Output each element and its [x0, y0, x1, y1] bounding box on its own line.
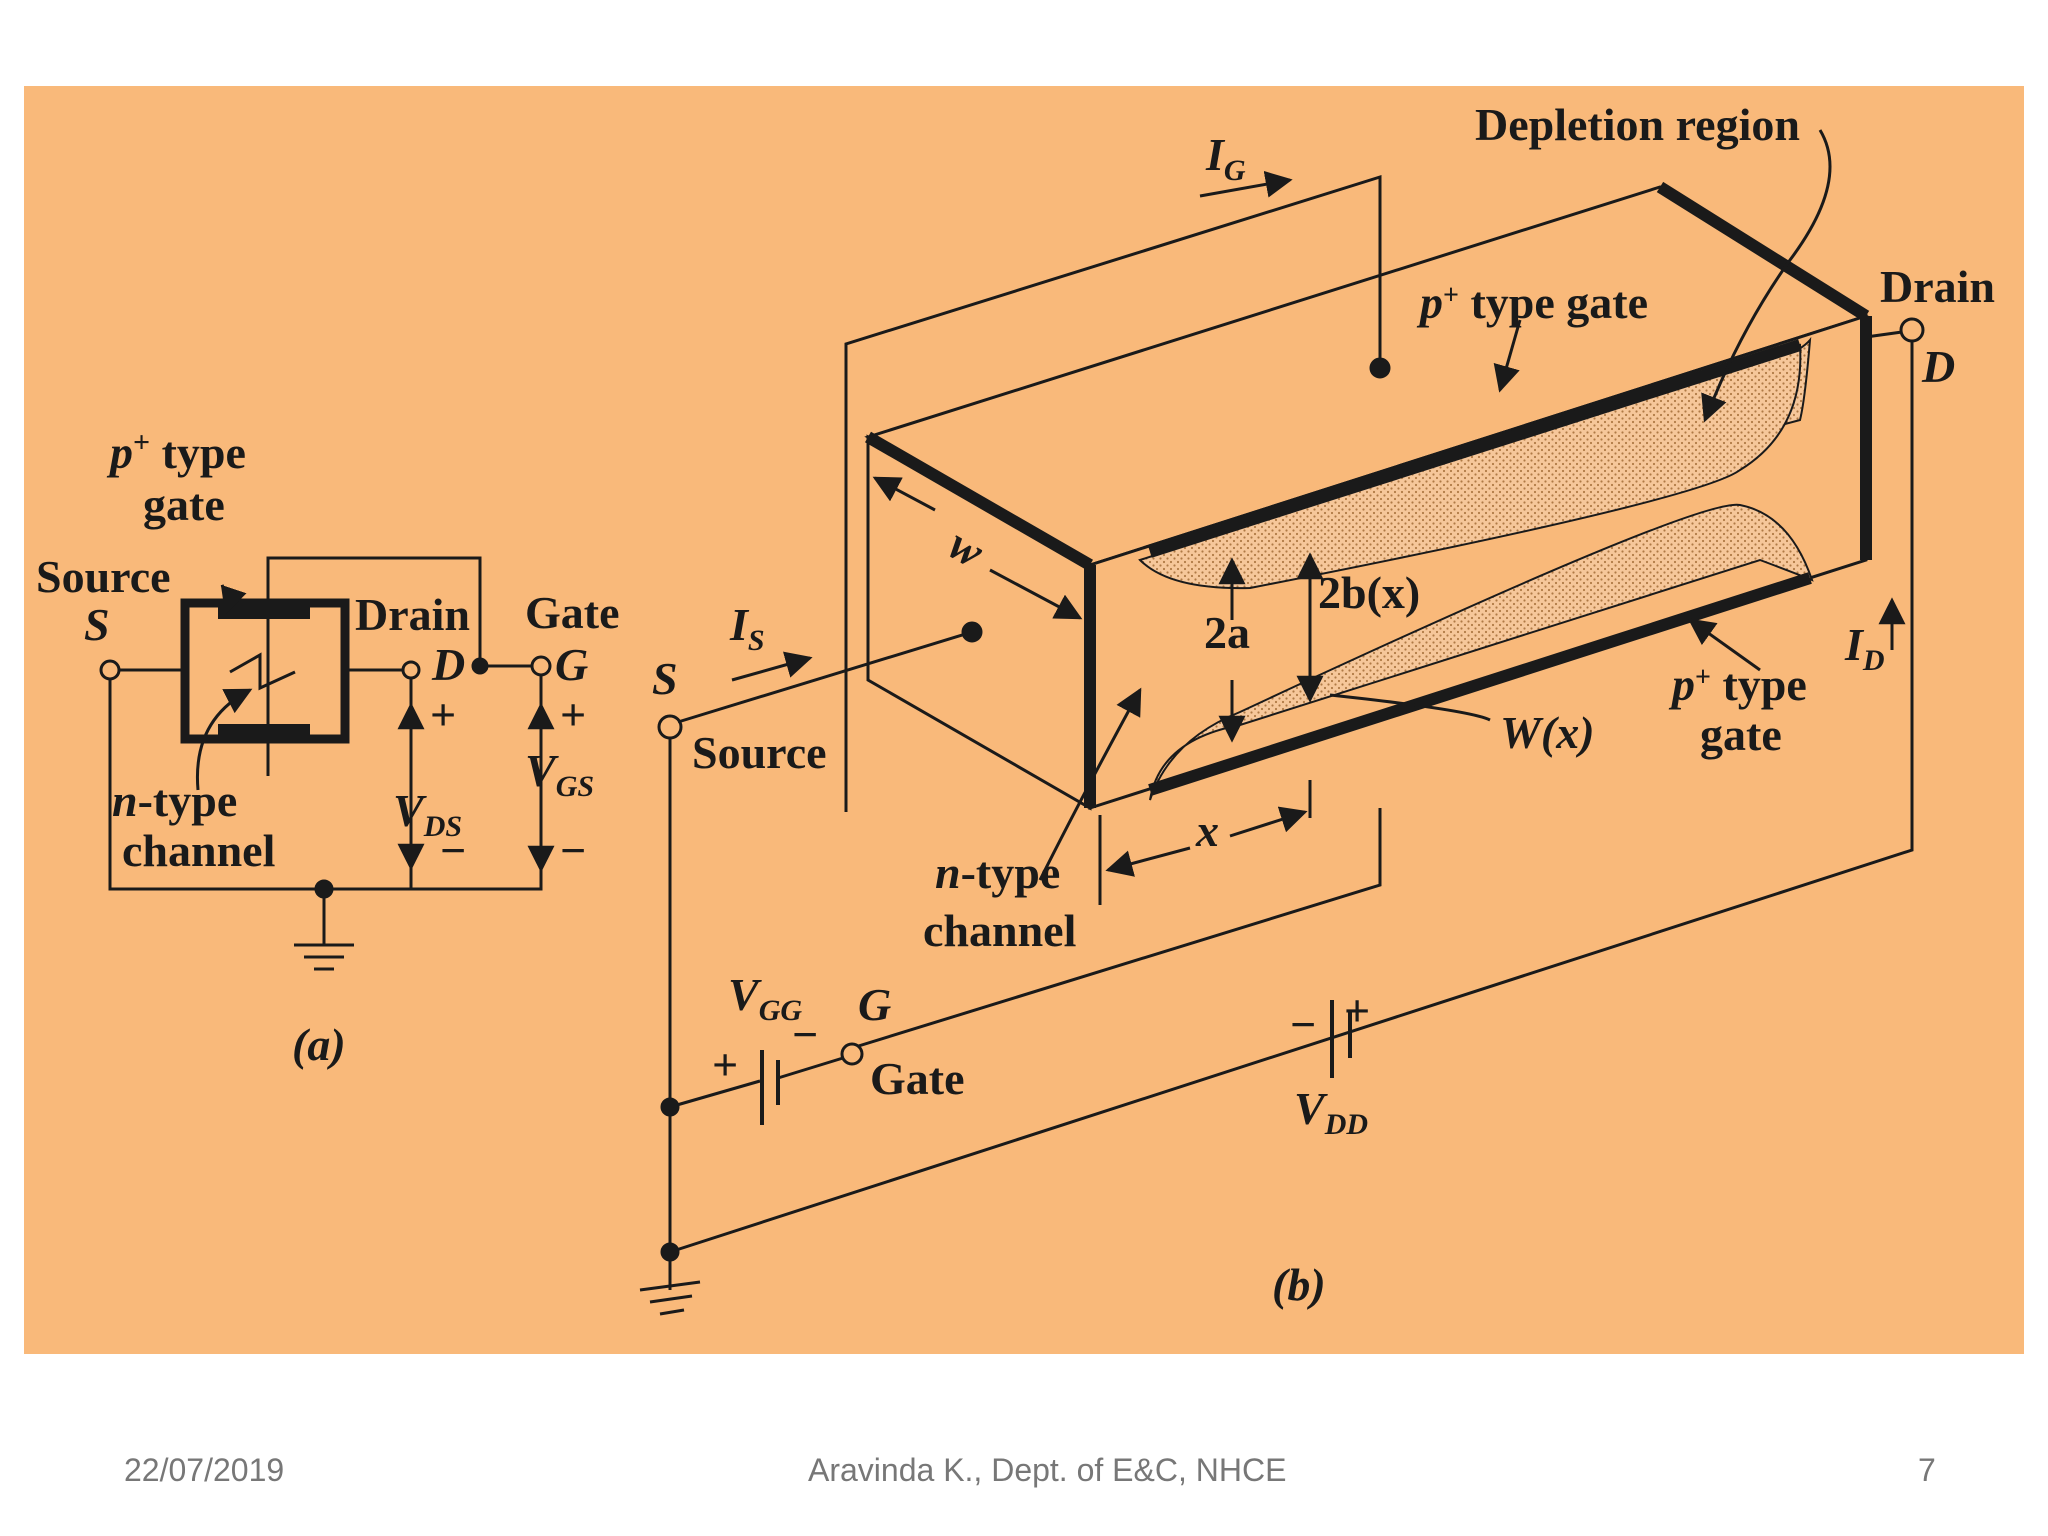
a-d-label: D	[431, 639, 465, 690]
a-gate-label: Gate	[525, 587, 620, 638]
a-source-label: Source	[36, 551, 171, 602]
b-gate-word-bottom: gate	[1700, 709, 1782, 760]
a-vgs-minus: −	[560, 825, 586, 876]
drain-terminal[interactable]	[401, 660, 421, 680]
gate-top-plate	[218, 603, 310, 619]
a-vgs-label: VGS	[525, 745, 594, 803]
footer-page-number: 7	[1918, 1452, 1936, 1488]
b-p-type-gate-top-label: p+ type gate	[1416, 277, 1648, 328]
b-wx-label: W(x)	[1500, 707, 1595, 758]
a-caption: (a)	[292, 1019, 346, 1070]
b-d-label: D	[1921, 341, 1955, 392]
b-source-label: Source	[692, 727, 827, 778]
b-gate-label: Gate	[870, 1053, 965, 1104]
b-p-type-gate-bottom-label: p+ type	[1668, 659, 1807, 710]
b-channel-label: channel	[923, 905, 1076, 956]
footer-date: 22/07/2019	[124, 1452, 285, 1488]
bottom-gate-plate	[1148, 572, 1812, 796]
a-channel-label: channel	[122, 825, 275, 876]
block-right-top-edge	[1656, 181, 1870, 322]
b-vgg-plus: +	[712, 1039, 738, 1090]
b-2a-label: 2a	[1204, 607, 1250, 658]
gate-loop-wire	[266, 556, 482, 776]
gate-bottom-plate	[218, 724, 310, 740]
b-ground-symbol	[639, 1280, 701, 1292]
source-terminal[interactable]	[99, 659, 121, 681]
b-caption: (b)	[1272, 1259, 1326, 1310]
gate-top-wire	[844, 174, 1382, 812]
device-body	[180, 598, 350, 744]
a-vgs-plus: +	[560, 689, 586, 740]
gate-terminal[interactable]	[530, 655, 552, 677]
a-g-label: G	[555, 639, 588, 690]
b-x-label: x	[1195, 805, 1219, 856]
a-drain-label: Drain	[355, 589, 470, 640]
block-left-top-edge	[865, 431, 1093, 571]
gate-bottom-wire	[851, 808, 1382, 1050]
a-n-type-label: n-type	[112, 775, 237, 826]
b-drain-label: Drain	[1880, 261, 1995, 312]
a-s-label: S	[84, 599, 110, 650]
b-n-type-label: n-type	[935, 847, 1060, 898]
footer-author: Aravinda K., Dept. of E&C, NHCE	[808, 1452, 1287, 1488]
a-vds-label: VDS	[393, 785, 462, 843]
drain-return-wire	[669, 342, 1914, 1254]
diagram-a-labels: p+ type gate Source S Drain D Gate G + +…	[36, 426, 620, 1070]
b-2bx-label: 2b(x)	[1318, 567, 1420, 618]
b-vdd-plus: +	[1344, 985, 1370, 1036]
diagram-b	[639, 129, 1925, 1316]
diagram-a	[99, 556, 555, 971]
svg-text:p+ type: p+ type	[106, 426, 246, 478]
a-gate-word: gate	[143, 479, 225, 530]
b-g-label: G	[858, 979, 891, 1030]
b-ig-label: IG	[1205, 129, 1246, 187]
source-wire	[677, 630, 973, 724]
b-vdd-label: VDD	[1294, 1083, 1368, 1141]
top-gate-plate	[1148, 339, 1802, 558]
gate-junction	[471, 657, 489, 675]
b-vgg-label: VGG	[728, 969, 802, 1027]
depletion-region-label: Depletion region	[1475, 99, 1800, 150]
a-vds-plus: +	[430, 689, 456, 740]
a-vds-minus: −	[440, 825, 466, 876]
b-vdd-minus: −	[1290, 999, 1316, 1050]
b-vgg-minus: −	[792, 1009, 818, 1060]
b-id-label: ID	[1844, 619, 1885, 677]
b-is-label: IS	[729, 599, 765, 657]
b-source-terminal[interactable]	[657, 714, 683, 740]
b-gate-terminal[interactable]	[840, 1042, 864, 1066]
b-s-label: S	[652, 653, 678, 704]
b-drain-terminal[interactable]	[1899, 317, 1925, 343]
